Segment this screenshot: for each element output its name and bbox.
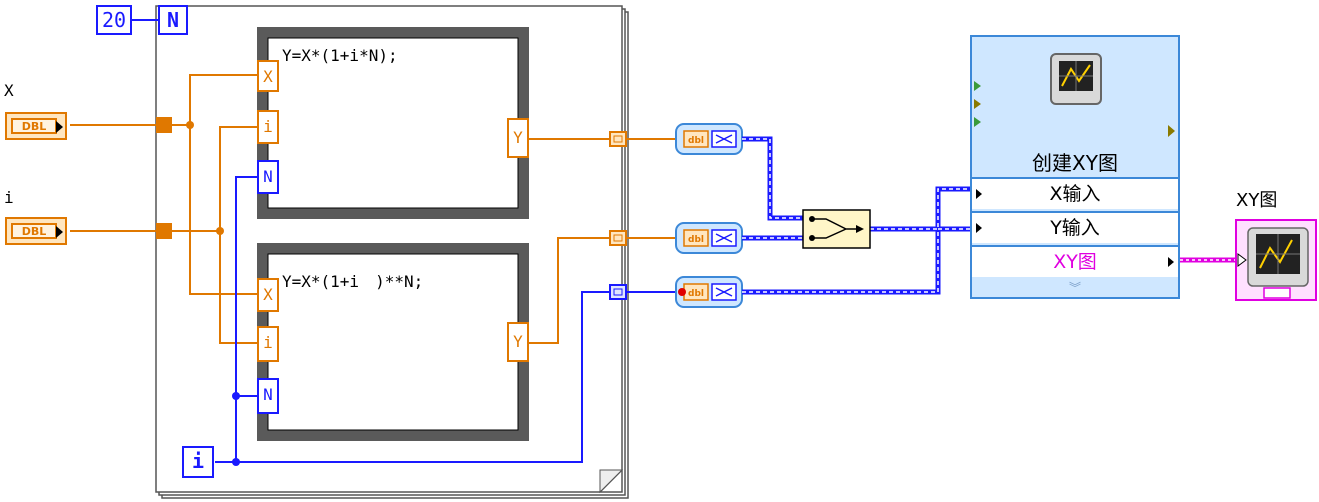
dbl-control-icon: DBL — [11, 118, 57, 134]
formula-node-2[interactable] — [257, 243, 529, 441]
output-arrow-icon — [56, 226, 63, 238]
wire-junctions — [186, 121, 224, 235]
loop-output-tunnels — [609, 131, 627, 300]
output-arrow-icon — [56, 121, 63, 133]
formula1-output-y[interactable]: Y — [507, 118, 529, 158]
build-array-icon[interactable]: dbl — [675, 123, 743, 155]
dbl-control-x[interactable]: DBL — [5, 112, 67, 140]
dbl-control-i[interactable]: DBL — [5, 217, 67, 245]
input-arrow-icon — [976, 223, 982, 233]
input-row-y[interactable]: Y输入 — [972, 211, 1178, 243]
build-array-icon[interactable]: dbl — [675, 276, 743, 308]
input-row-x-label: X输入 — [1049, 183, 1101, 205]
dbl-control-icon: DBL — [11, 223, 57, 239]
build-array-icon[interactable]: dbl — [675, 222, 743, 254]
svg-text:dbl: dbl — [688, 136, 704, 146]
formula1-input-n[interactable]: N — [257, 160, 279, 194]
svg-text:dbl: dbl — [688, 289, 704, 299]
output-arrow-icon — [1168, 125, 1175, 137]
build-xy-graph-node[interactable]: 创建XY图 X输入 Y输入 XY图 ︾ — [970, 35, 1180, 299]
loop-tunnel-x — [156, 117, 172, 133]
loop-tunnel-i — [156, 223, 172, 239]
control-i-label: i — [4, 188, 14, 207]
svg-text:dbl: dbl — [688, 235, 704, 245]
input-row-y-label: Y输入 — [1050, 217, 1100, 239]
xy-graph-indicator-label: XY图 — [1236, 190, 1278, 211]
control-x-label: X — [4, 81, 14, 100]
formula2-input-x[interactable]: X — [257, 278, 279, 312]
expand-chevron-icon[interactable]: ︾ — [1068, 281, 1081, 295]
orange-wires — [70, 74, 678, 344]
xy-graph-indicator-icon[interactable] — [1235, 219, 1317, 301]
formula2-input-i[interactable]: i — [257, 326, 279, 362]
bundle-icon[interactable] — [802, 209, 871, 249]
build-xy-graph-title: 创建XY图 — [1032, 151, 1118, 175]
formula1-input-i[interactable]: i — [257, 110, 279, 144]
build-xy-graph-icon — [1050, 53, 1102, 105]
graph-glyph — [1059, 61, 1093, 91]
formula1-input-x[interactable]: X — [257, 60, 279, 92]
formula2-input-n[interactable]: N — [257, 378, 279, 414]
input-arrows-icon — [974, 81, 981, 127]
iteration-terminal[interactable]: i — [182, 446, 214, 478]
formula2-output-y[interactable]: Y — [507, 322, 529, 362]
array-wires — [742, 136, 970, 295]
input-arrow-icon — [976, 189, 982, 199]
formula-text-2[interactable]: Y=X*(1+i )**N; — [282, 272, 424, 291]
output-arrow-icon — [1168, 257, 1174, 267]
output-row-xy-label: XY图 — [1053, 251, 1097, 273]
output-row-xy[interactable]: XY图 — [972, 245, 1178, 277]
loop-count-terminal[interactable]: N — [158, 5, 188, 35]
loop-count-constant[interactable]: 20 — [96, 5, 132, 35]
input-row-x[interactable]: X输入 — [972, 177, 1178, 209]
formula-text-1[interactable]: Y=X*(1+i*N); — [282, 46, 398, 65]
blue-wires — [132, 19, 678, 463]
